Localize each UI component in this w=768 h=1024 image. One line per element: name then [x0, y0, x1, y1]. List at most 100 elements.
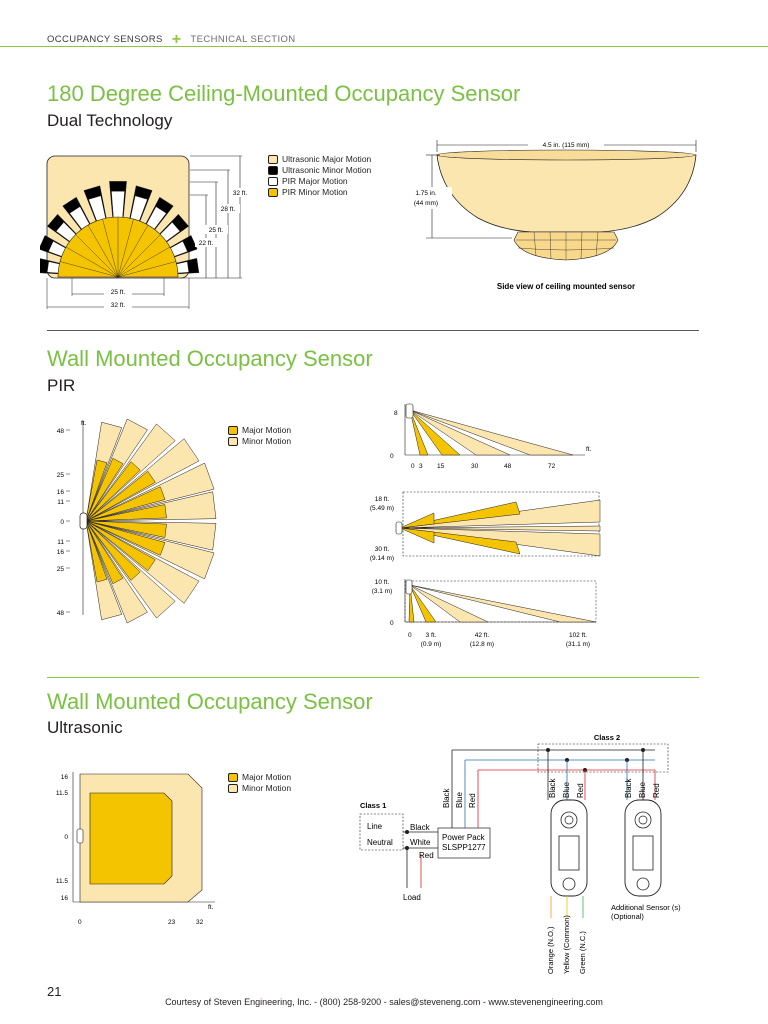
legend-swatch	[228, 437, 238, 446]
sensor-icon	[76, 828, 84, 844]
pir-side-view-10ft: 10 ft. (3.1 m) 0 0 3 ft. (0.9 m) 42 ft. …	[372, 579, 597, 648]
side-height-metric: (44 mm)	[414, 200, 438, 207]
svg-text:Blue: Blue	[455, 791, 464, 808]
wiring-diagram: Class 2 Class 1 Line Neutral Power Pack …	[359, 733, 681, 974]
svg-text:Blue: Blue	[562, 781, 571, 798]
svg-text:(5.49 m): (5.49 m)	[370, 505, 394, 512]
svg-text:3 ft.: 3 ft.	[426, 632, 437, 639]
svg-text:16: 16	[57, 489, 65, 496]
legend-item: Minor Motion	[228, 783, 291, 794]
svg-text:(31.1 m): (31.1 m)	[566, 641, 590, 648]
legend-item: Minor Motion	[228, 436, 291, 447]
wire-orange-label: Orange (N.O.)	[546, 926, 555, 974]
section-divider	[47, 330, 699, 331]
side-view-diagram: 4.5 in. (115 mm) 1.75 in. (44 mm) Side v…	[408, 140, 697, 291]
dim-28ft: 28 ft.	[221, 206, 236, 213]
svg-text:16: 16	[61, 895, 69, 902]
svg-text:Blue: Blue	[638, 781, 647, 798]
dim-32ft-v: 32 ft.	[233, 190, 248, 197]
section1-legend: Ultrasonic Major Motion Ultrasonic Minor…	[268, 154, 371, 198]
svg-text:11.5: 11.5	[56, 878, 69, 885]
svg-text:0: 0	[408, 632, 412, 639]
section3-title: Wall Mounted Occupancy Sensor	[47, 689, 373, 714]
pir-minor-rays	[59, 217, 177, 278]
svg-text:Load: Load	[403, 893, 421, 902]
svg-text:23: 23	[168, 919, 176, 926]
svg-text:Black: Black	[410, 823, 431, 832]
legend-swatch	[228, 773, 238, 782]
svg-text:0: 0	[390, 453, 394, 460]
sensor-icon	[395, 521, 403, 535]
wire-yellow-label: Yellow (Common)	[562, 915, 571, 974]
class1-label: Class 1	[360, 801, 386, 810]
svg-text:11: 11	[57, 499, 64, 506]
section2-title: Wall Mounted Occupancy Sensor	[47, 346, 373, 371]
sensor-unit: Black Blue Red	[547, 750, 588, 918]
legend-swatch	[268, 155, 278, 164]
legend-item: Ultrasonic Major Motion	[268, 154, 371, 165]
ultrasonic-major-area	[89, 792, 173, 885]
svg-text:Neutral: Neutral	[367, 838, 393, 847]
dim-32ft-h: 32 ft.	[111, 302, 126, 309]
pir-axis-unit: ft.	[81, 420, 87, 427]
svg-text:Power Pack: Power Pack	[442, 833, 486, 842]
header-subsection: TECHNICAL SECTION	[190, 34, 296, 45]
legend-swatch	[268, 188, 278, 197]
svg-text:30 ft.: 30 ft.	[375, 546, 390, 553]
svg-text:(9.14 m): (9.14 m)	[370, 555, 394, 562]
page-number: 21	[47, 984, 62, 999]
svg-text:ft.: ft.	[208, 904, 214, 911]
svg-text:(0.9 m): (0.9 m)	[421, 641, 442, 648]
svg-text:Black: Black	[548, 777, 557, 798]
pir-side-view-8ft: 8 0 ft. 0 3 15 30 48 72	[390, 403, 592, 470]
svg-text:Red: Red	[468, 793, 477, 808]
svg-text:0: 0	[390, 620, 394, 627]
legend-item: Major Motion	[228, 772, 291, 783]
legend-item: Major Motion	[228, 425, 291, 436]
legend-item: Ultrasonic Minor Motion	[268, 165, 371, 176]
side-height-label: 1.75 in.	[415, 190, 437, 197]
svg-text:102 ft.: 102 ft.	[569, 632, 587, 639]
power-pack	[437, 827, 491, 859]
svg-text:48: 48	[57, 610, 65, 617]
svg-text:16: 16	[57, 549, 65, 556]
footer-credits: Courtesy of Steven Engineering, Inc. - (…	[165, 997, 603, 1007]
svg-text:0: 0	[64, 834, 68, 841]
svg-text:72: 72	[548, 463, 556, 470]
svg-text:32: 32	[196, 919, 204, 926]
svg-text:3: 3	[419, 463, 423, 470]
sensor-icon	[79, 512, 88, 530]
wire-green-label: Green (N.C.)	[578, 931, 587, 974]
section3-subtitle: Ultrasonic	[47, 718, 123, 737]
svg-text:(3.1 m): (3.1 m)	[372, 588, 393, 595]
svg-text:ft.: ft.	[586, 446, 592, 453]
svg-text:10 ft.: 10 ft.	[375, 579, 390, 586]
additional-sensor-optional: (Optional)	[611, 912, 644, 921]
svg-text:8: 8	[394, 410, 398, 417]
svg-text:25: 25	[57, 472, 65, 479]
sensor-dome	[436, 154, 697, 233]
section-divider	[47, 677, 699, 678]
legend-swatch	[228, 784, 238, 793]
svg-text:16: 16	[61, 774, 69, 781]
pir-coverage-fan	[85, 418, 217, 624]
legend-swatch	[268, 166, 278, 175]
ceiling-coverage-diagram: 25 ft. 32 ft. 32 ft. 28 ft. 25 ft. 22 ft…	[40, 155, 252, 309]
svg-text:15: 15	[437, 463, 445, 470]
section2-subtitle: PIR	[47, 376, 76, 395]
svg-text:0: 0	[60, 519, 64, 526]
header-section: OCCUPANCY SENSORS	[47, 34, 163, 45]
svg-text:Black: Black	[624, 777, 633, 798]
svg-text:48: 48	[504, 463, 512, 470]
svg-text:Red: Red	[576, 783, 585, 798]
svg-text:SLSPP1277: SLSPP1277	[442, 843, 486, 852]
svg-text:11: 11	[57, 539, 64, 546]
dim-22ft: 22 ft.	[199, 240, 214, 247]
pir-top-view-long-range: 18 ft. (5.49 m) 30 ft. (9.14 m)	[370, 491, 601, 562]
section1-subtitle: Dual Technology	[47, 111, 173, 130]
section1-title: 180 Degree Ceiling-Mounted Occupancy Sen…	[47, 81, 521, 106]
svg-text:Red: Red	[419, 851, 434, 860]
side-view-caption: Side view of ceiling mounted sensor	[497, 282, 635, 291]
svg-text:11.5: 11.5	[56, 790, 69, 797]
